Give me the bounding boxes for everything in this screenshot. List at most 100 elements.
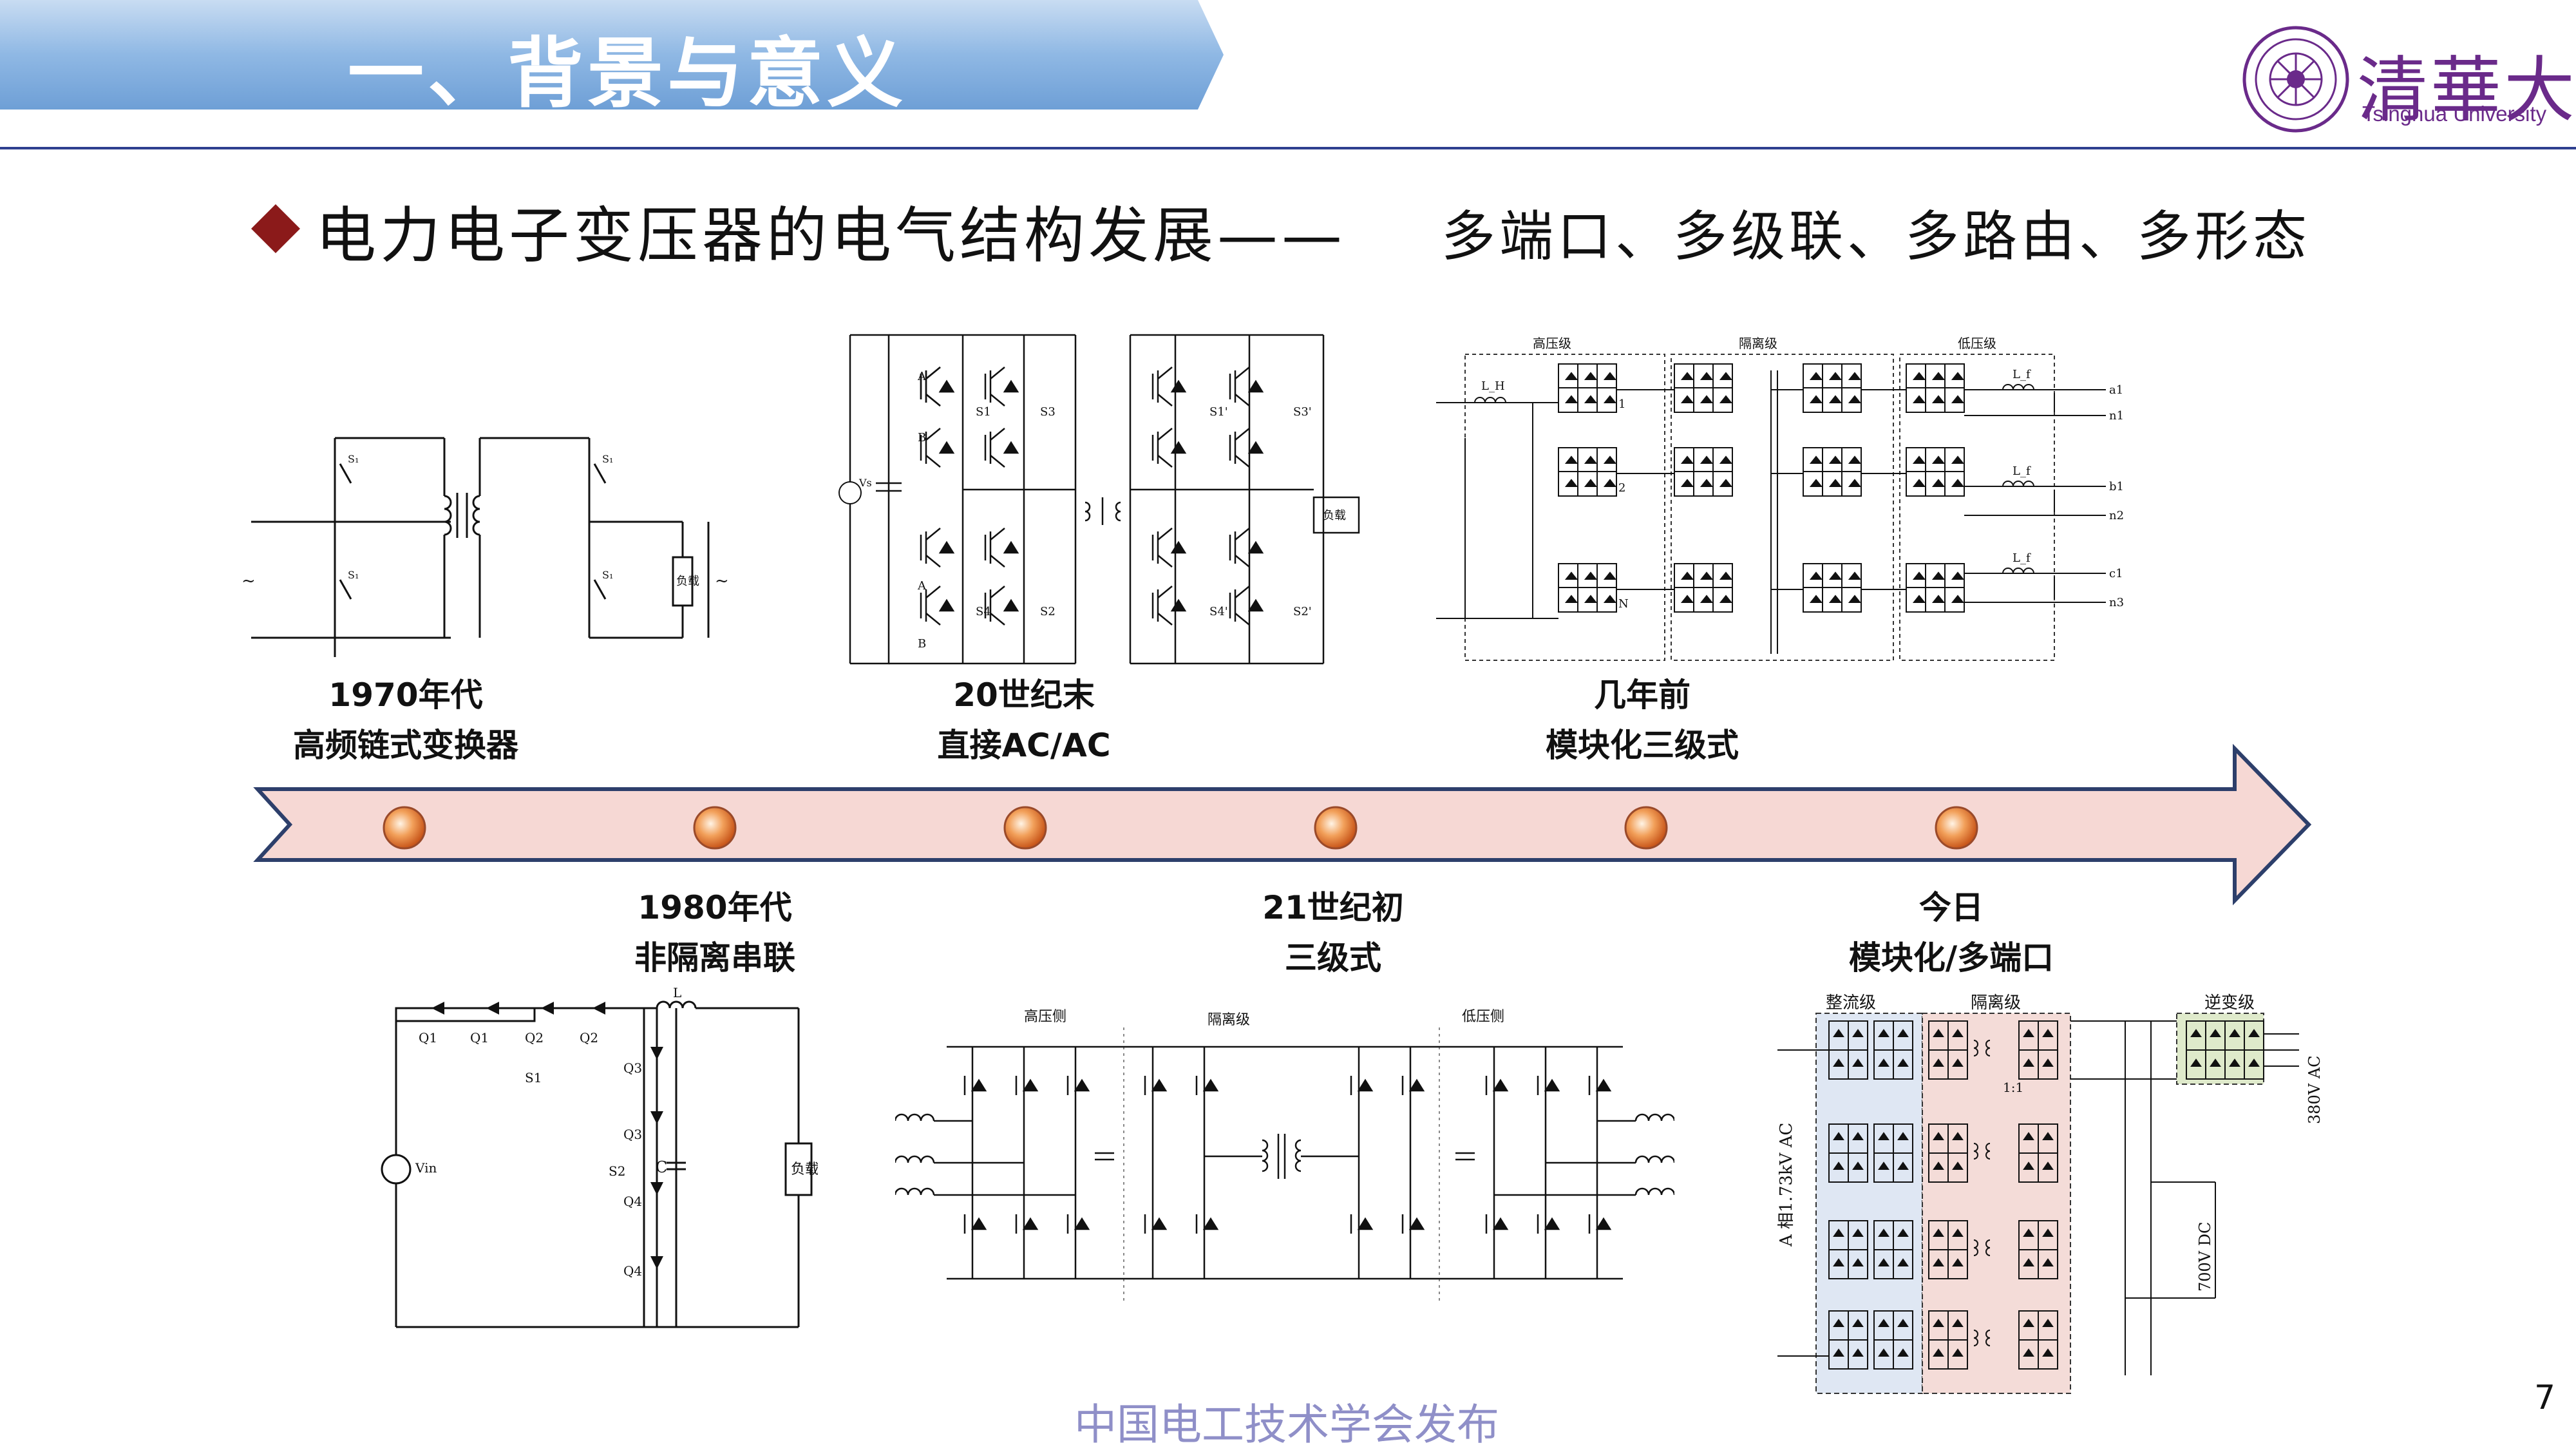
figure-three-stage: 高压侧 隔离级 低压侧 [895, 1009, 1674, 1304]
label-q4-b: Q4 [623, 1263, 642, 1279]
milestone-1980: 1980年代 非隔离串联 [554, 883, 876, 983]
stage-lv: 低压级 [1958, 336, 1996, 351]
label-b2: B [918, 637, 926, 651]
label-load: 负载 [1323, 509, 1346, 522]
section-title: 一、背景与意义 [348, 29, 907, 118]
milestone-topology: 高频链式变换器 [293, 727, 518, 764]
milestone-era: 几年前 [1594, 676, 1690, 714]
label-s1-c: S₁ [602, 453, 613, 465]
milestone-21c-early: 21世纪初 三级式 [1172, 883, 1494, 983]
stage-isolation: 隔离级 [1971, 993, 2021, 1013]
timeline-dot-21c [1314, 806, 1358, 850]
label-s1-d: S₁ [602, 569, 613, 581]
label-lf-2: L_f [2012, 464, 2031, 478]
label-l: L [673, 985, 681, 1000]
label-ratio: 1:1 [2003, 1080, 2023, 1095]
label-q2-b: Q2 [580, 1030, 598, 1046]
label-dc-port: 700V DC [2196, 1222, 2214, 1292]
label-load: 负载 [676, 575, 699, 588]
label-c1: c1 [2109, 567, 2123, 580]
label-lh: L_H [1481, 379, 1505, 393]
timeline-dot-recent [1624, 806, 1668, 850]
milestone-today: 今日 模块化/多端口 [1790, 883, 2112, 983]
label-ac-source: ~ [242, 571, 256, 591]
label-c: C [656, 1158, 667, 1176]
milestone-topology: 非隔离串联 [634, 939, 795, 977]
label-ac-out: ~ [715, 571, 728, 591]
milestone-1970: 1970年代 高频链式变换器 [245, 670, 567, 770]
diamond-bullet-icon [251, 204, 300, 253]
label-s4p: S4' [1209, 605, 1228, 618]
label-a2: A [917, 579, 927, 593]
milestone-era: 21世纪初 [1262, 889, 1404, 926]
milestone-era: 20世纪末 [953, 676, 1095, 714]
stage-iso: 隔离级 [1739, 336, 1777, 351]
label-s1: S1 [525, 1070, 542, 1085]
milestone-few-years-ago: 几年前 模块化三级式 [1481, 670, 1803, 770]
footer-publisher: 中国电工技术学会发布 [1074, 1400, 1499, 1449]
label-s3p: S3' [1293, 405, 1312, 419]
milestone-topology: 模块化/多端口 [1848, 939, 2054, 977]
figure-direct-ac-ac: A B S1 S3 S4 S2 A B S1' S3' S4' S2' Vs 负… [838, 334, 1360, 665]
timeline-dot-today [1935, 806, 1978, 850]
label-q1-b: Q1 [470, 1030, 489, 1046]
timeline-arrow [253, 743, 2312, 906]
milestone-topology: 模块化三级式 [1546, 727, 1739, 764]
figure-modular-multiport: 整流级 隔离级 逆变级 1:1 A 相1.73kV AC 700V DC 380… [1777, 993, 2324, 1394]
label-q3-b: Q3 [623, 1127, 642, 1142]
university-seal-icon [2242, 26, 2349, 133]
label-a: A [917, 370, 927, 383]
label-s2: S2 [1040, 605, 1056, 618]
stage-hv-side: 高压侧 [1024, 1009, 1066, 1025]
label-lf-3: L_f [2012, 551, 2031, 565]
label-s1-a: S₁ [348, 453, 359, 465]
milestone-20c-end: 20世纪末 直接AC/AC [863, 670, 1185, 770]
label-vin: Vin [415, 1160, 437, 1176]
timeline-dot-1980 [693, 806, 737, 850]
stage-lv-side: 低压侧 [1462, 1009, 1504, 1025]
milestone-era: 1970年代 [328, 676, 483, 714]
stage-rectifier: 整流级 [1826, 993, 1876, 1013]
label-s1-b: S₁ [348, 569, 359, 581]
milestone-era: 今日 [1919, 889, 1984, 926]
label-ac-input: A 相1.73kV AC [1777, 1123, 1796, 1247]
stage-isolation: 隔离级 [1208, 1012, 1250, 1028]
label-q4-a: Q4 [623, 1194, 642, 1209]
label-cell-2: 2 [1618, 481, 1625, 495]
milestone-topology: 三级式 [1285, 939, 1381, 977]
header-divider [0, 147, 2576, 149]
timeline-dot-1970 [383, 806, 426, 850]
label-load: 负载 [791, 1161, 818, 1178]
figure-modular-three-stage: 高压级 隔离级 低压级 L_H [1436, 336, 2124, 661]
label-q3-a: Q3 [623, 1060, 642, 1076]
figure-non-isolated-series: Q1 Q1 Q2 Q2 S1 L Q3 Q3 Q4 Q4 S2 C 负载 Vin [381, 985, 818, 1328]
timeline-dot-20c [1003, 806, 1047, 850]
label-s2p: S2' [1293, 605, 1312, 618]
label-b: B [918, 431, 926, 444]
figure-1970-hf-link-converter: S₁ S₁ S₁ S₁ 负载 ~ ~ [242, 437, 728, 657]
milestone-era: 1980年代 [638, 889, 792, 926]
page-number: 7 [2534, 1379, 2556, 1417]
label-a1: a1 [2109, 383, 2123, 397]
label-q1-a: Q1 [419, 1030, 437, 1046]
label-s1: S1 [976, 405, 991, 419]
label-s2: S2 [609, 1163, 625, 1179]
label-q2-a: Q2 [525, 1030, 544, 1046]
label-b1: b1 [2109, 480, 2124, 493]
label-cell-1: 1 [1618, 397, 1625, 411]
header-banner [0, 0, 1224, 110]
stage-hv: 高压级 [1533, 336, 1571, 351]
label-s4: S4 [976, 605, 991, 618]
logo-chinese-name: 清華大學 [2357, 49, 2576, 131]
label-lf-1: L_f [2012, 368, 2031, 381]
label-cell-n: N [1618, 597, 1629, 611]
milestone-topology: 直接AC/AC [937, 727, 1111, 764]
label-s1p: S1' [1209, 405, 1228, 419]
label-n3: n3 [2109, 596, 2124, 609]
label-vs: Vs [858, 477, 872, 489]
label-s3: S3 [1040, 405, 1056, 419]
label-ac-output: 380V AC [2306, 1056, 2324, 1124]
logo-english-name: Tsinghua University [2362, 102, 2547, 126]
stage-inverter: 逆变级 [2204, 993, 2255, 1013]
label-n2: n2 [2109, 509, 2124, 522]
